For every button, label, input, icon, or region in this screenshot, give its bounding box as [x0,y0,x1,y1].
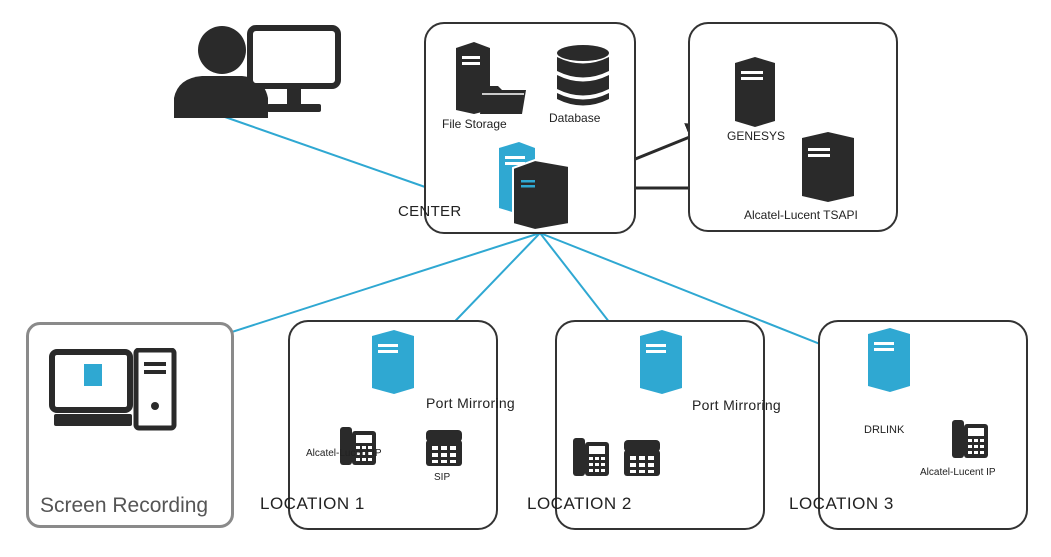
location1-phone-ip-icon [340,427,376,465]
user-at-computer-icon [174,25,341,118]
genesys-server-icon [735,57,775,127]
location3-phone-ip-icon [952,420,988,458]
location1-server-icon [372,330,414,394]
tsapi-server-icon [802,132,854,202]
central-server-icon [499,142,570,230]
screen-recording-label: Screen Recording [40,494,209,517]
location2-phone-sip-icon [624,440,660,476]
location3-box [818,320,1028,530]
location2-phone-ip-icon [573,438,609,476]
database-label: Database [549,111,601,125]
genesys-label: GENESYS [727,129,786,143]
location1-phone2-label: SIP [434,472,451,483]
link-user-center [224,116,429,189]
desktop-computer-icon [49,348,177,431]
file-storage-server-icon [456,42,526,114]
location2-label: LOCATION 2 [527,494,632,513]
integrations-box [688,22,898,232]
location1-phone1-label: Alcatel-Lucent IP [306,448,382,459]
location3-label: LOCATION 3 [789,494,894,513]
location2-server-icon [640,330,682,394]
location1-port-mirroring-label: Port Mirroring [426,395,515,411]
database-icon [557,45,609,106]
location3-server-icon [868,328,910,392]
location1-phone-sip-icon [426,430,462,466]
location3-phone-label: Alcatel-Lucent IP [920,467,996,478]
drlink-label: DRLINK [864,424,905,436]
file-storage-label: File Storage [442,117,507,131]
center-label: CENTER [398,203,462,220]
location2-port-mirroring-label: Port Mirroring [692,397,781,413]
tsapi-label: Alcatel-Lucent TSAPI [744,208,858,222]
location1-label: LOCATION 1 [260,494,365,513]
